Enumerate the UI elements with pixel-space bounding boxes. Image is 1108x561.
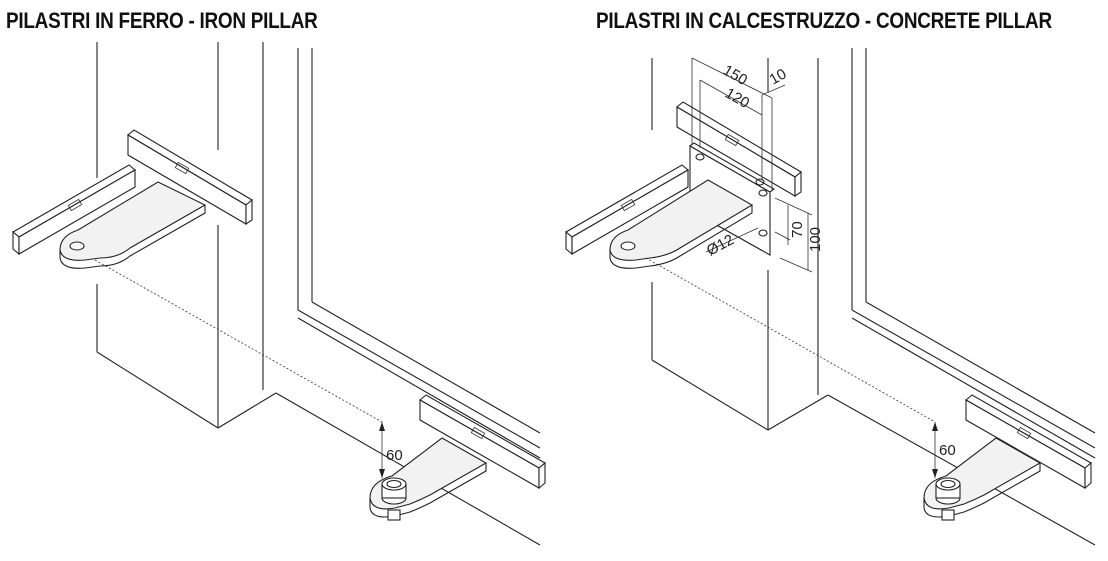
pivot-pin-left [381,477,407,521]
height-dimension-right: 60 [932,422,956,478]
spirit-level-upper-right [676,101,802,198]
pivot-pin-right [935,477,961,521]
spirit-level-lower-right [965,394,1092,490]
vertical-inner-label: 70 [789,221,806,238]
iron-pillar [96,42,277,429]
upper-hinge-plate-left [59,181,207,269]
spirit-level-upper-left [127,129,253,226]
concrete-pillar-title: PILASTRI IN CALCESTRUZZO - CONCRETE PILL… [596,8,1052,33]
upper-hinge-plate-right [609,179,754,269]
spirit-level-left [12,164,136,256]
vertical-outer-label: 100 [807,227,824,252]
lower-hinge-plate-left [369,437,488,521]
height-dimension-left: 60 [379,422,403,478]
alignment-line-right [645,257,936,423]
iron-pillar-title: PILASTRI IN FERRO - IRON PILLAR [6,8,318,33]
height-dimension-label-right: 60 [939,442,956,459]
iron-pillar-panel: 60 [12,42,546,546]
spirit-level-lower-left [419,394,546,490]
alignment-line-left [94,259,383,423]
lower-hinge-plate-right [923,437,1042,521]
width-inner-label: 120 [722,85,752,112]
offset-label: 10 [767,65,790,88]
gate-frame-left [275,48,541,546]
spirit-level-right [565,164,689,256]
height-dimension-label-left: 60 [386,447,403,464]
concrete-pillar-panel: 150 120 10 70 100 Ø12 [565,48,1096,546]
hole-diameter-label: Ø12 [704,231,737,259]
concrete-pillar [651,58,829,431]
